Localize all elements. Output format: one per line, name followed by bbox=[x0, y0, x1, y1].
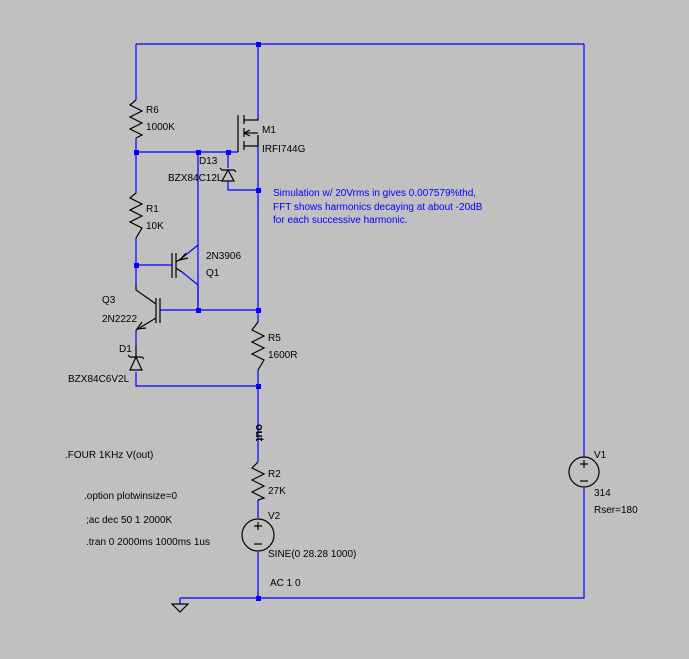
v2-ac: AC 1 0 bbox=[270, 578, 301, 589]
zener-d13[interactable]: D13 BZX84C12L bbox=[168, 156, 237, 184]
note-line-2: FFT shows harmonics decaying at about -2… bbox=[273, 202, 483, 213]
q1-value: 2N3906 bbox=[206, 251, 241, 262]
d1-value: BZX84C6V2L bbox=[68, 374, 130, 385]
r1-ref: R1 bbox=[146, 204, 159, 215]
resistor-r6[interactable]: R6 1000K bbox=[128, 99, 175, 139]
d13-value: BZX84C12L bbox=[168, 173, 223, 184]
v1-value: 314 bbox=[594, 488, 611, 499]
resistor-r1[interactable]: R1 10K bbox=[128, 192, 164, 239]
zener-d1[interactable]: D1 BZX84C6V2L bbox=[68, 344, 145, 385]
transistor-q3[interactable]: Q3 2N2222 bbox=[102, 285, 161, 331]
q1-ref: Q1 bbox=[206, 268, 220, 279]
simulation-note: Simulation w/ 20Vrms in gives 0.007579%t… bbox=[273, 188, 483, 226]
note-line-1: Simulation w/ 20Vrms in gives 0.007579%t… bbox=[273, 188, 476, 199]
directive-tran[interactable]: .tran 0 2000ms 1000ms 1us bbox=[86, 537, 210, 548]
r2-value: 27K bbox=[268, 486, 286, 497]
note-line-3: for each successive harmonic. bbox=[273, 215, 408, 226]
spice-directives: .FOUR 1KHz V(out) .option plotwinsize=0 … bbox=[65, 450, 210, 548]
resistor-r2[interactable]: R2 27K bbox=[250, 461, 286, 501]
v1-rser: Rser=180 bbox=[594, 505, 638, 516]
transistor-q1[interactable]: 2N3906 Q1 bbox=[171, 251, 241, 279]
mosfet-m1[interactable]: M1 IRFI744G bbox=[237, 115, 306, 155]
r6-value: 1000K bbox=[146, 122, 175, 133]
v2-ref: V2 bbox=[268, 511, 281, 522]
wires bbox=[135, 43, 585, 604]
junctions bbox=[134, 42, 261, 601]
net-label-out: out bbox=[253, 424, 265, 441]
m1-value: IRFI744G bbox=[262, 144, 306, 155]
r6-ref: R6 bbox=[146, 105, 159, 116]
r2-ref: R2 bbox=[268, 469, 281, 480]
d1-ref: D1 bbox=[119, 344, 132, 355]
r5-value: 1600R bbox=[268, 350, 297, 361]
directive-four[interactable]: .FOUR 1KHz V(out) bbox=[65, 450, 153, 461]
directive-option[interactable]: .option plotwinsize=0 bbox=[84, 491, 178, 502]
directive-ac[interactable]: ;ac dec 50 1 2000K bbox=[86, 515, 173, 526]
q3-value: 2N2222 bbox=[102, 314, 137, 325]
voltage-source-v2[interactable]: V2 SINE(0 28.28 1000) AC 1 0 bbox=[241, 511, 356, 589]
resistor-r5[interactable]: R5 1600R bbox=[250, 321, 297, 371]
v1-ref: V1 bbox=[594, 450, 607, 461]
m1-ref: M1 bbox=[262, 125, 276, 136]
d13-ref: D13 bbox=[199, 156, 218, 167]
voltage-source-v1[interactable]: V1 314 Rser=180 bbox=[568, 450, 638, 516]
v2-value: SINE(0 28.28 1000) bbox=[268, 549, 356, 560]
q3-ref: Q3 bbox=[102, 295, 116, 306]
r5-ref: R5 bbox=[268, 333, 281, 344]
r1-value: 10K bbox=[146, 221, 164, 232]
ground-symbol bbox=[170, 603, 190, 613]
